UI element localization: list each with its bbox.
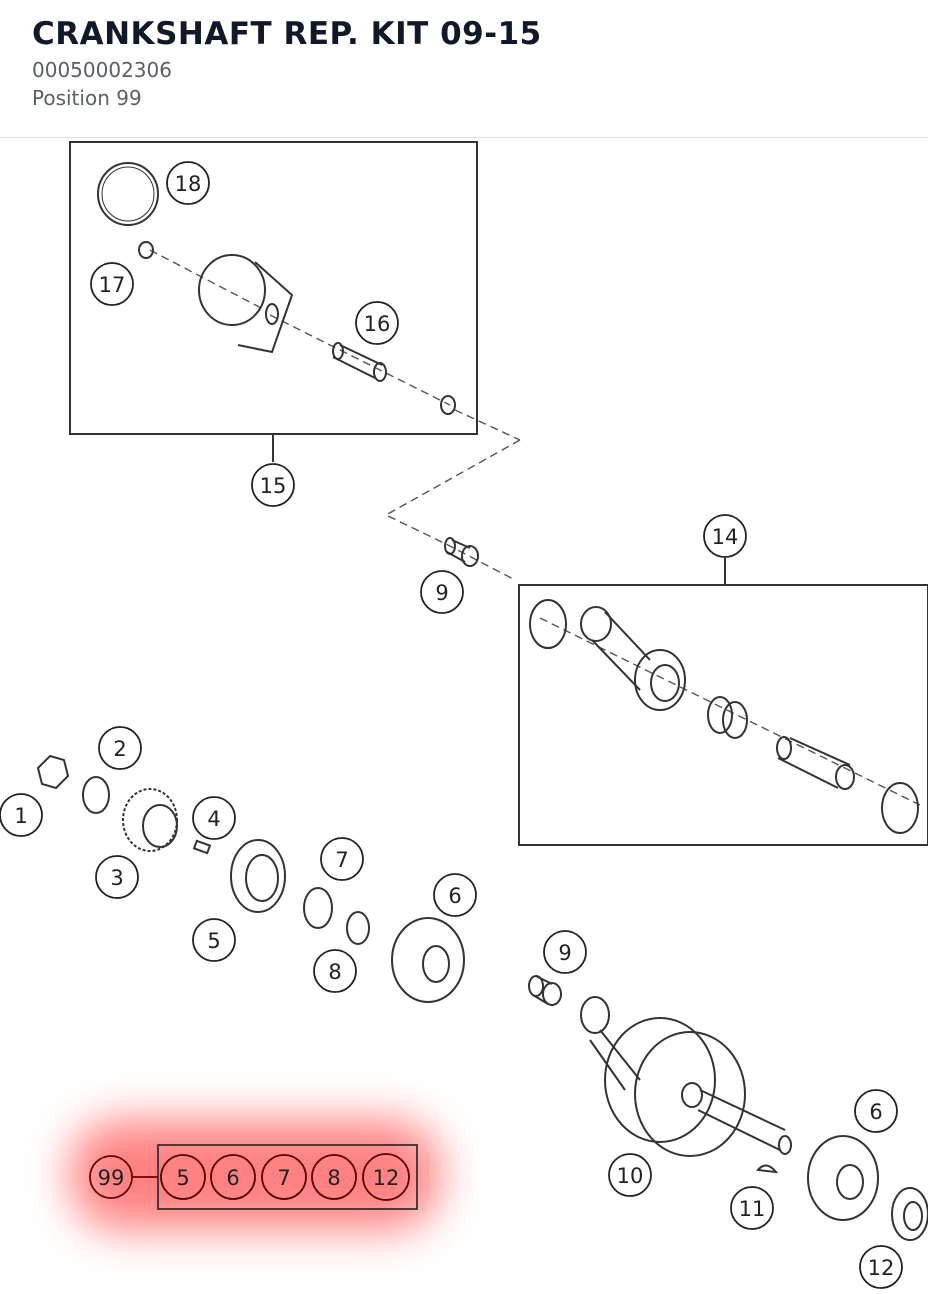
svg-text:5: 5 xyxy=(207,929,220,953)
svg-text:9: 9 xyxy=(435,581,448,605)
svg-text:5: 5 xyxy=(176,1166,189,1190)
piston-icon xyxy=(198,254,294,354)
crank-pin-icon xyxy=(776,736,855,790)
callout-9[interactable]: 9 xyxy=(420,570,464,614)
thrust-washer-icon xyxy=(881,782,919,834)
callout-14[interactable]: 14 xyxy=(703,514,747,558)
nut-icon xyxy=(36,754,70,790)
svg-text:12: 12 xyxy=(868,1256,895,1280)
callout-18[interactable]: 18 xyxy=(166,161,210,205)
page-title: CRANKSHAFT REP. KIT 09-15 xyxy=(32,16,542,52)
callout-17[interactable]: 17 xyxy=(90,262,134,306)
needle-bearing-icon xyxy=(528,975,562,1006)
svg-text:14: 14 xyxy=(712,525,739,549)
svg-text:15: 15 xyxy=(260,474,287,498)
callout-8[interactable]: 8 xyxy=(313,949,357,993)
kit-item-7[interactable]: 7 xyxy=(261,1154,307,1200)
callout-16[interactable]: 16 xyxy=(355,301,399,345)
bearing-icon xyxy=(707,696,748,739)
connecting-rod-icon xyxy=(580,606,686,711)
callout-11[interactable]: 11 xyxy=(730,1186,774,1230)
svg-text:18: 18 xyxy=(175,172,202,196)
svg-text:1: 1 xyxy=(14,804,27,828)
svg-text:6: 6 xyxy=(869,1100,882,1124)
page-header: CRANKSHAFT REP. KIT 09-15 00050002306 Po… xyxy=(0,0,928,138)
svg-text:11: 11 xyxy=(739,1197,766,1221)
kit-item-5[interactable]: 5 xyxy=(160,1154,206,1200)
kit-item-6[interactable]: 6 xyxy=(210,1154,256,1200)
svg-text:4: 4 xyxy=(207,807,220,831)
svg-text:3: 3 xyxy=(110,866,123,890)
svg-text:16: 16 xyxy=(364,312,391,336)
needle-bearing-icon xyxy=(444,537,479,567)
part-number: 00050002306 xyxy=(32,58,172,82)
callout-7[interactable]: 7 xyxy=(320,837,364,881)
callout-layer: 18 17 16 15 14 9 2 1 3 4 5 7 6 8 9 10 11… xyxy=(0,161,903,1289)
woodruff-key-icon xyxy=(756,1164,779,1174)
kit-group: 99 5 6 7 8 12 xyxy=(89,1144,418,1210)
woodruff-key-icon xyxy=(192,839,212,855)
position-label: Position 99 xyxy=(32,86,142,110)
svg-text:9: 9 xyxy=(558,941,571,965)
gear-icon xyxy=(122,788,178,852)
svg-text:8: 8 xyxy=(327,1166,340,1190)
callout-5[interactable]: 5 xyxy=(192,918,236,962)
callout-12[interactable]: 12 xyxy=(859,1245,903,1289)
shaft-seal-icon xyxy=(230,839,286,913)
exploded-diagram: 18 17 16 15 14 9 2 1 3 4 5 7 6 8 9 10 11… xyxy=(0,138,928,1290)
svg-text:17: 17 xyxy=(99,273,126,297)
callout-6[interactable]: 6 xyxy=(854,1089,898,1133)
svg-text:12: 12 xyxy=(373,1166,400,1190)
svg-text:10: 10 xyxy=(617,1164,644,1188)
washer-icon xyxy=(303,887,333,929)
thrust-washer-icon xyxy=(529,599,567,649)
svg-text:7: 7 xyxy=(335,848,348,872)
svg-text:8: 8 xyxy=(328,960,341,984)
callout-10[interactable]: 10 xyxy=(608,1153,652,1197)
diagram-svg: 18 17 16 15 14 9 2 1 3 4 5 7 6 8 9 10 11… xyxy=(0,141,928,1289)
piston-ring-icon xyxy=(97,162,159,226)
crankshaft-icon xyxy=(580,996,792,1157)
piston-pin-icon xyxy=(332,342,387,382)
svg-text:6: 6 xyxy=(448,884,461,908)
circlip-icon xyxy=(138,241,154,259)
callout-6[interactable]: 6 xyxy=(433,873,477,917)
callout-15[interactable]: 15 xyxy=(251,463,295,507)
washer-icon xyxy=(82,776,110,814)
conrod-kit-frame xyxy=(518,584,928,846)
kit-item-8[interactable]: 8 xyxy=(311,1154,357,1200)
kit-callout-99[interactable]: 99 xyxy=(89,1155,133,1199)
shaft-seal-icon xyxy=(891,1187,928,1241)
circlip-icon xyxy=(440,395,456,415)
ball-bearing-icon xyxy=(807,1135,879,1221)
kit-item-12[interactable]: 12 xyxy=(362,1153,410,1201)
washer-icon xyxy=(346,911,370,945)
callout-3[interactable]: 3 xyxy=(95,855,139,899)
svg-text:2: 2 xyxy=(113,737,126,761)
svg-text:7: 7 xyxy=(277,1166,290,1190)
callout-1[interactable]: 1 xyxy=(0,793,43,837)
callout-9[interactable]: 9 xyxy=(543,930,587,974)
svg-text:6: 6 xyxy=(226,1166,239,1190)
callout-4[interactable]: 4 xyxy=(192,796,236,840)
ball-bearing-icon xyxy=(391,917,465,1003)
callout-2[interactable]: 2 xyxy=(98,726,142,770)
svg-text:99: 99 xyxy=(98,1166,125,1190)
